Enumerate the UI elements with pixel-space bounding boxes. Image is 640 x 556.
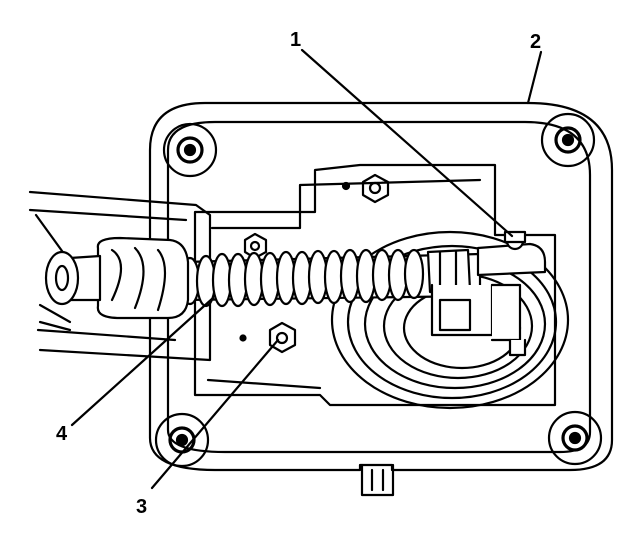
housing-tab [360,463,395,497]
mounting-boss-top-left [162,122,218,178]
harness-connector-plug [44,236,190,320]
mounting-boss-bottom-right [547,410,603,466]
mounting-boss-bottom-left [154,412,210,468]
callout-1: 1 [290,29,302,51]
leader-line-4 [70,296,215,427]
stud-nut-top [361,173,390,204]
mounting-bracket [28,190,212,362]
mounting-boss-top-right [540,112,596,168]
sensor-terminal [426,230,547,357]
callout-4: 4 [56,423,68,445]
leader-line-1 [300,48,514,238]
leader-line-3 [150,338,280,490]
callout-3: 3 [136,496,148,518]
housing-inner-flange [166,120,592,454]
stud-nut-middle [243,232,268,260]
stud-nut-lower [268,321,297,354]
callout-2: 2 [530,31,542,53]
leader-line-2 [526,50,543,105]
rivet-dot [239,334,247,342]
wiring-conduit [179,248,482,308]
rivet-dot [341,181,351,191]
